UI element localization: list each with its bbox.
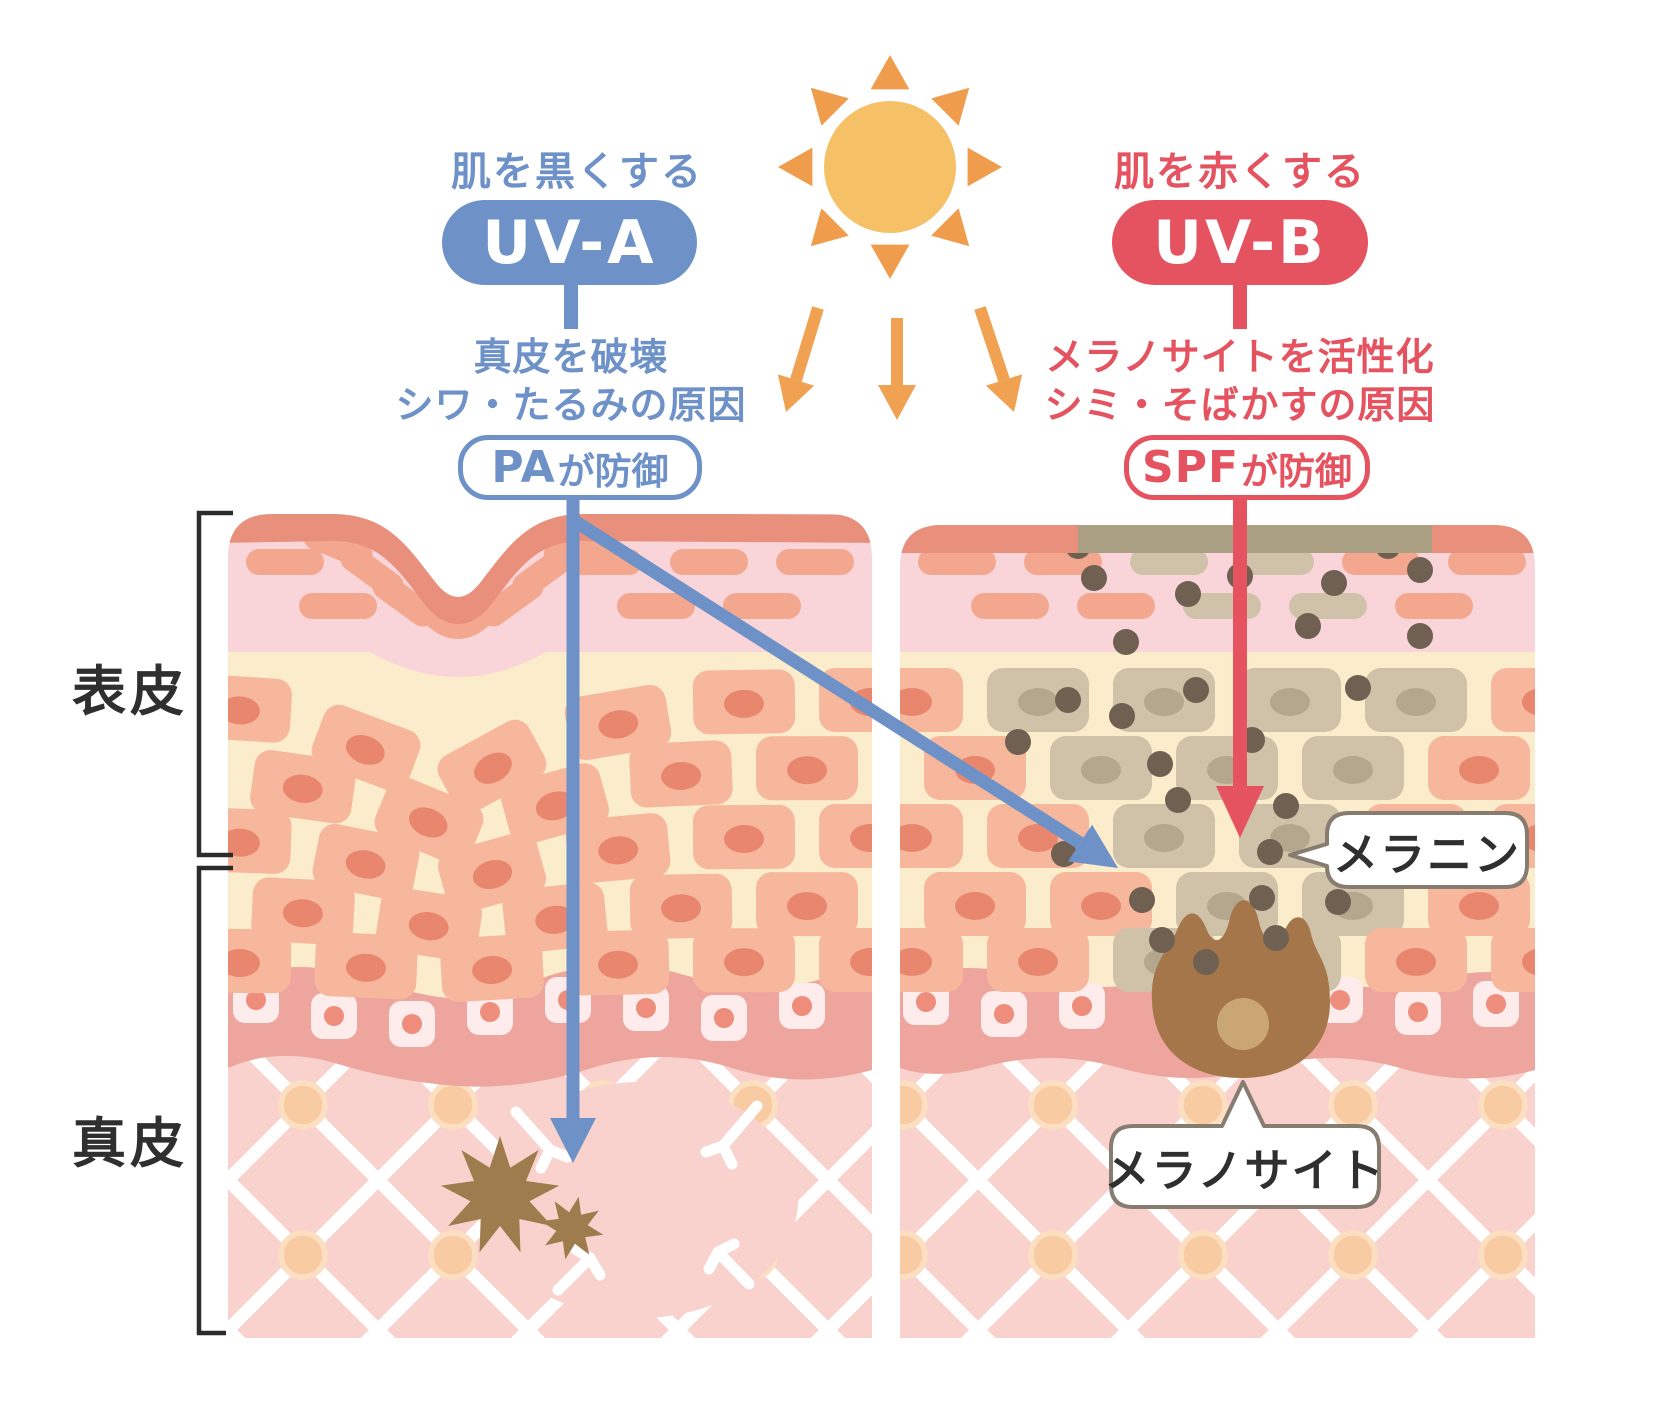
uva-pill: UV-A — [442, 200, 697, 285]
uvb-effect-line1: メラノサイトを活性化 — [1045, 334, 1435, 379]
epidermis-label: 表皮 — [72, 659, 188, 723]
melanocyte-cell — [1151, 900, 1330, 1078]
melanin-dot — [1175, 581, 1201, 607]
uvb-protection-pill: SPF が防御 — [1124, 435, 1370, 500]
collagen-damage-star-large — [440, 1136, 560, 1253]
melanin-dot — [1165, 787, 1191, 813]
uvb-effect-line2: シミ・そばかすの原因 — [1044, 382, 1436, 427]
melanin-dot — [1295, 613, 1321, 639]
uva-protection-pill: PA が防御 — [458, 435, 702, 500]
melanin-dot — [1129, 887, 1155, 913]
melanin-dot — [1325, 889, 1351, 915]
dermis-bracket — [196, 865, 233, 1336]
uvb-protection-code: SPF — [1142, 442, 1239, 493]
melanin-dot — [1109, 703, 1135, 729]
dermis-label: 真皮 — [72, 1111, 188, 1175]
melanin-dot — [1081, 565, 1107, 591]
uva-tagline: 肌を黒くする — [451, 149, 703, 195]
uva-pill-stem — [564, 283, 578, 329]
melanin-dot — [1407, 557, 1433, 583]
wrinkled-surface — [228, 514, 872, 624]
right-skin-panel-uvb-damage — [900, 525, 1535, 1338]
melanin-dot — [1249, 885, 1275, 911]
epidermis-bracket — [196, 510, 233, 858]
uvb-protection-text: が防御 — [1241, 449, 1352, 493]
melanin-dot — [1149, 927, 1175, 953]
uvb-penetration-arrow — [1216, 490, 1264, 838]
melanin-dot — [1345, 675, 1371, 701]
uva-effect-line1: 真皮を破壊 — [473, 334, 669, 379]
melanocyte-callout-bubble — [1109, 1080, 1381, 1209]
melanin-dot — [1147, 751, 1173, 777]
sun-icon — [778, 55, 1002, 279]
uva-protection-text: が防御 — [557, 449, 669, 493]
melanin-callout-bubble — [1288, 811, 1529, 889]
uva-effect-line2: シワ・たるみの原因 — [395, 382, 747, 427]
melanin-dot — [1005, 729, 1031, 755]
melanin-dot — [1113, 629, 1139, 655]
melanin-dot — [1407, 623, 1433, 649]
uva-penetration-arrows — [550, 490, 1118, 1163]
tanned-surface-segment — [1078, 525, 1432, 553]
melanin-dot — [1263, 925, 1289, 951]
uva-protection-code: PA — [491, 442, 556, 493]
melanin-dot — [1183, 677, 1209, 703]
melanin-dot — [1055, 687, 1081, 713]
melanin-dot — [1257, 839, 1283, 865]
melanin-dot — [1321, 570, 1347, 596]
melanin-dot — [1273, 793, 1299, 819]
collagen-damage-star-small — [540, 1196, 604, 1260]
left-skin-panel-normal — [228, 514, 872, 1338]
uvb-pill-stem — [1233, 283, 1247, 329]
uvb-pill: UV-B — [1112, 200, 1368, 285]
melanin-dot — [1193, 949, 1219, 975]
melanocyte-callout-label: メラノサイト — [1104, 1144, 1386, 1197]
melanin-callout-label: メラニン — [1332, 827, 1521, 881]
uv-ray-arrows — [777, 306, 1023, 420]
uvb-tagline: 肌を赤くする — [1114, 149, 1366, 195]
